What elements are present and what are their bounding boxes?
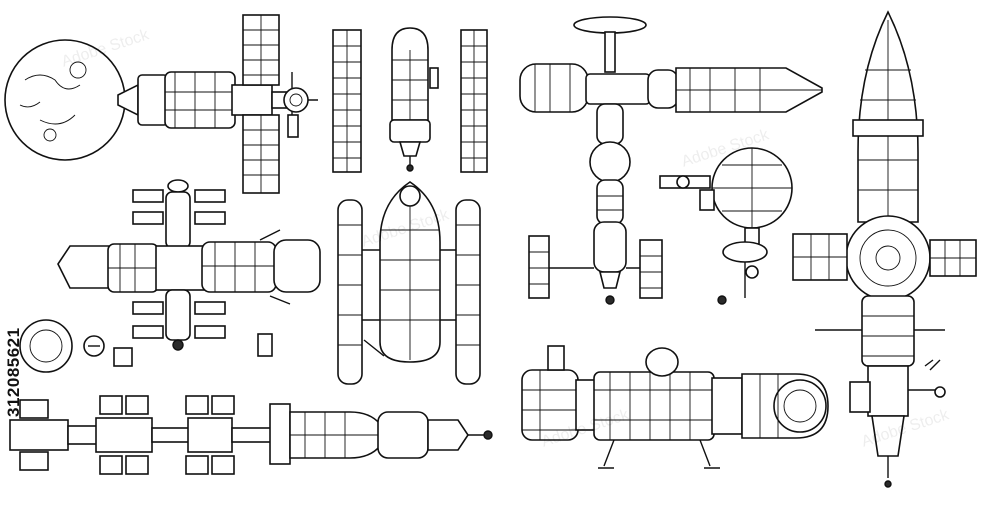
twin-tank-module — [337, 181, 481, 385]
stock-id-label: 312085621 — [4, 327, 23, 417]
long-train-station — [9, 395, 493, 475]
small-parts — [19, 319, 273, 373]
station-with-sphere — [4, 14, 318, 194]
t-station — [519, 16, 823, 305]
cross-station — [57, 179, 321, 351]
capsule-top — [389, 27, 439, 172]
panel-truss-left — [332, 29, 362, 173]
satellite-pod — [659, 147, 793, 305]
panel-truss-right — [460, 29, 488, 173]
heavy-lander-module — [521, 345, 829, 469]
tall-rocket-station — [792, 10, 977, 488]
